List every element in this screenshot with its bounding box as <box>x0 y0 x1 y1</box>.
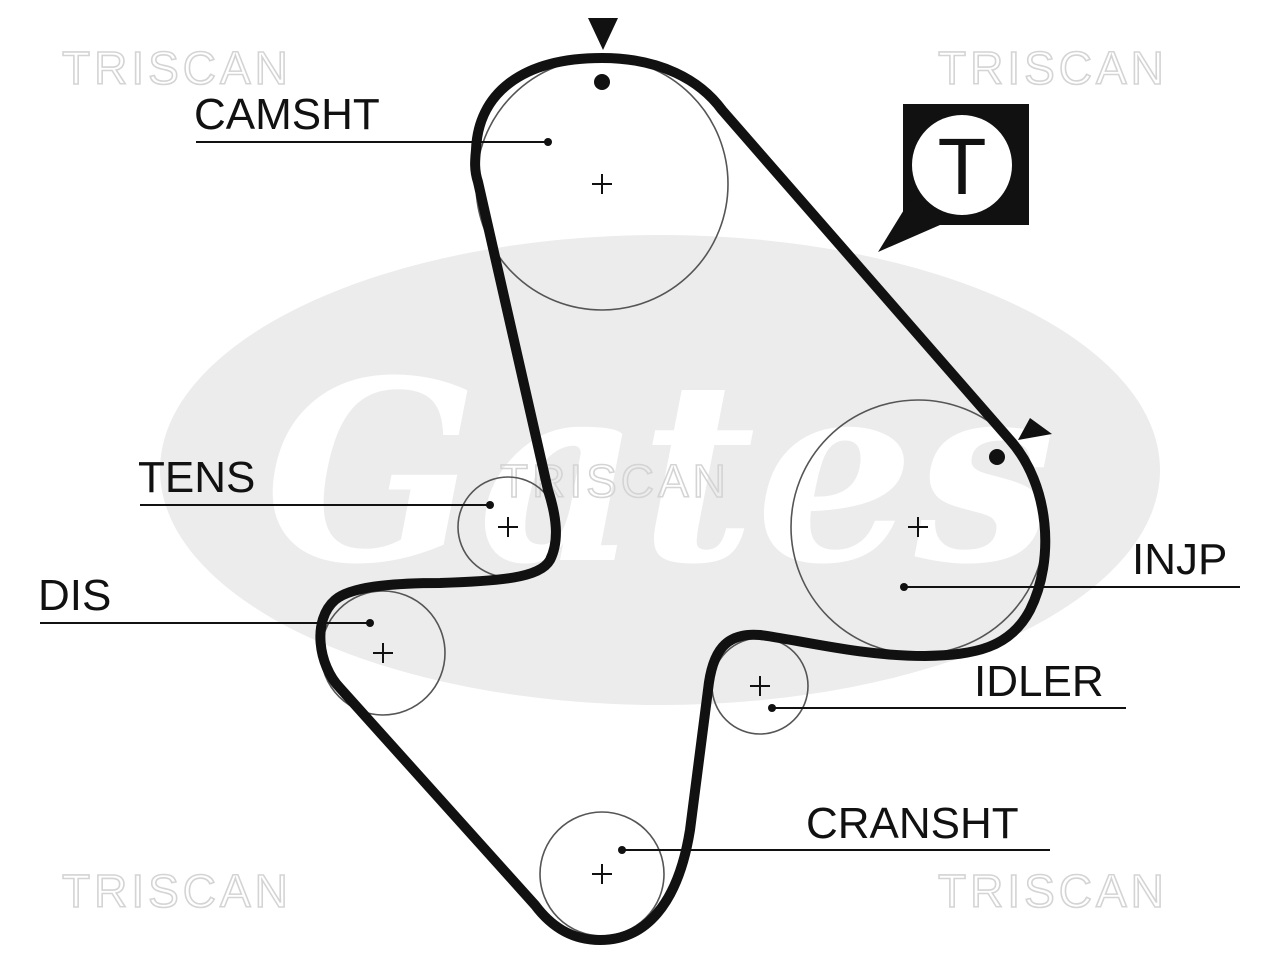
injection-pump-timing-mark <box>989 418 1052 465</box>
camshaft-timing-mark <box>588 18 618 90</box>
triscan-watermark-bottom-right: TRISCAN <box>938 865 1168 917</box>
tensioner-callout: TENS <box>138 453 494 509</box>
triscan-watermark-center: TRISCAN <box>500 455 730 507</box>
triscan-watermark-top-left: TRISCAN <box>62 42 292 94</box>
gates-logo-text: Gates <box>265 325 1056 619</box>
tensioner-label: TENS <box>138 453 255 502</box>
crankshaft-callout: CRANSHT <box>618 799 1050 854</box>
crankshaft-pulley <box>539 811 665 937</box>
triscan-watermark-bottom-left: TRISCAN <box>62 865 292 917</box>
camshaft-callout: CAMSHT <box>194 90 552 146</box>
timing-belt <box>315 53 1051 945</box>
idler-label: IDLER <box>974 657 1104 706</box>
triscan-watermark-top-right: TRISCAN <box>938 42 1168 94</box>
timing-tool-letter: T <box>938 122 987 211</box>
camshaft-label: CAMSHT <box>194 90 380 139</box>
injection-pump-callout: INJP <box>900 535 1240 591</box>
distributor-callout: DIS <box>38 571 374 627</box>
distributor-label: DIS <box>38 571 111 620</box>
idler-callout: IDLER <box>768 657 1126 712</box>
timing-tool-symbol: T <box>878 104 1029 252</box>
injection-pump-label: INJP <box>1132 535 1227 584</box>
crankshaft-label: CRANSHT <box>806 799 1019 848</box>
